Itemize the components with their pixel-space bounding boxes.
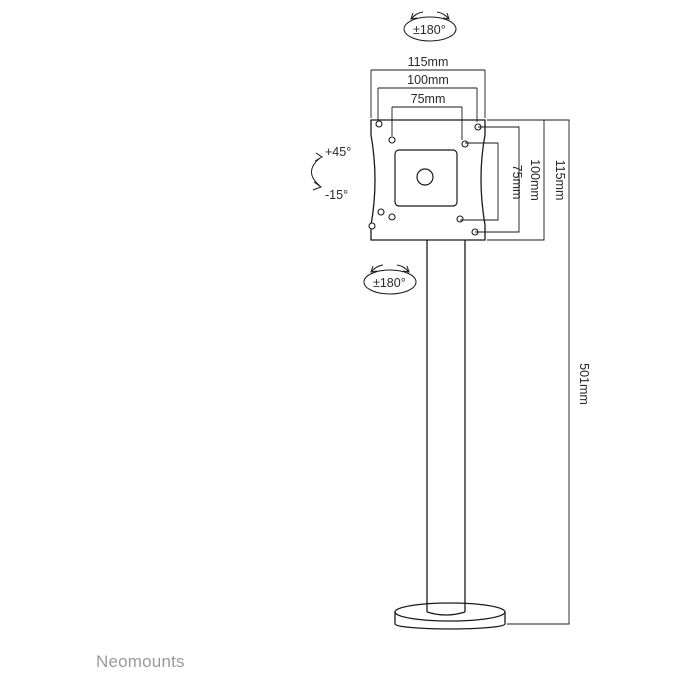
width-115-label: 115mm (408, 55, 449, 69)
tilt-icon (311, 152, 323, 191)
width-100-label: 100mm (407, 73, 449, 87)
rotate-top-icon (403, 11, 457, 42)
rotate-bottom-label: ±180° (373, 276, 406, 290)
height-total-label: 501mm (577, 363, 591, 405)
height-dimensions (460, 119, 570, 625)
center-hole (416, 168, 434, 186)
tilt-up-label: +45° (325, 145, 351, 159)
tilt-down-label: -15° (325, 188, 348, 202)
height-75-label: 75mm (510, 165, 524, 200)
pole (426, 230, 466, 616)
height-100-label: 100mm (528, 159, 542, 201)
height-115-label: 115mm (553, 160, 567, 201)
width-75-label: 75mm (411, 92, 446, 106)
base-plate (394, 602, 506, 630)
rotate-top-label: ±180° (413, 23, 446, 37)
vesa-plate (368, 119, 486, 241)
brand-logo: Neomounts (96, 652, 185, 671)
width-dimensions (370, 69, 486, 140)
rotate-bottom-icon (363, 264, 417, 295)
